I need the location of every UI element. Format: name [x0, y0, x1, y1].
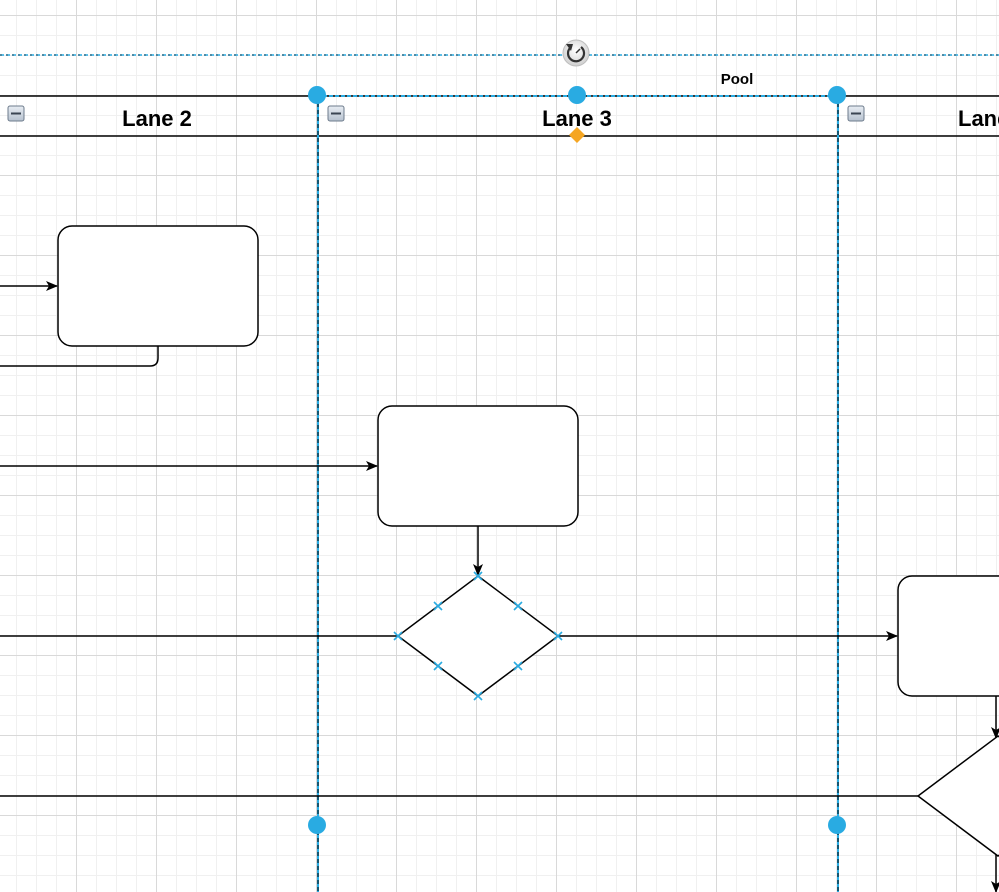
connection-point	[393, 631, 403, 641]
lane-4-title[interactable]: Lane 4	[958, 106, 999, 131]
lane-3-decision-diamond[interactable]	[396, 575, 560, 697]
lane-3-size-anchor[interactable]	[569, 127, 585, 143]
lane-4-process-box[interactable]	[897, 575, 999, 697]
lane-3-title[interactable]: Lane 3	[542, 106, 612, 131]
edge-from-lane2-task[interactable]	[0, 346, 159, 367]
resize-handle-bottom-left	[308, 816, 326, 834]
lane-3-process-box[interactable]	[377, 405, 579, 527]
resize-handle-top-left	[308, 86, 326, 104]
connection-point	[433, 601, 443, 611]
connection-point	[553, 631, 563, 641]
decision-connection-points[interactable]	[393, 571, 563, 701]
pool-title[interactable]: Pool	[721, 71, 754, 88]
lane-2-title[interactable]: Lane 2	[122, 106, 192, 131]
lane-3-resize-handles[interactable]	[308, 86, 846, 834]
connection-point	[473, 691, 483, 701]
connection-point	[433, 661, 443, 671]
lane-4-decision-diamond[interactable]	[916, 735, 999, 857]
lane-4-collapse-icon[interactable]	[847, 105, 865, 122]
resize-handle-top-center	[568, 86, 586, 104]
connection-point	[473, 571, 483, 581]
lane-2-process-box[interactable]	[57, 225, 259, 347]
resize-handle-top-right	[828, 86, 846, 104]
lane-3-collapse-icon[interactable]	[327, 105, 345, 122]
rotate-icon[interactable]	[562, 39, 590, 67]
connection-point	[513, 661, 523, 671]
connection-point	[513, 601, 523, 611]
connectors	[0, 281, 999, 892]
lane-2-collapse-icon[interactable]	[7, 105, 25, 122]
resize-handle-bottom-right	[828, 816, 846, 834]
